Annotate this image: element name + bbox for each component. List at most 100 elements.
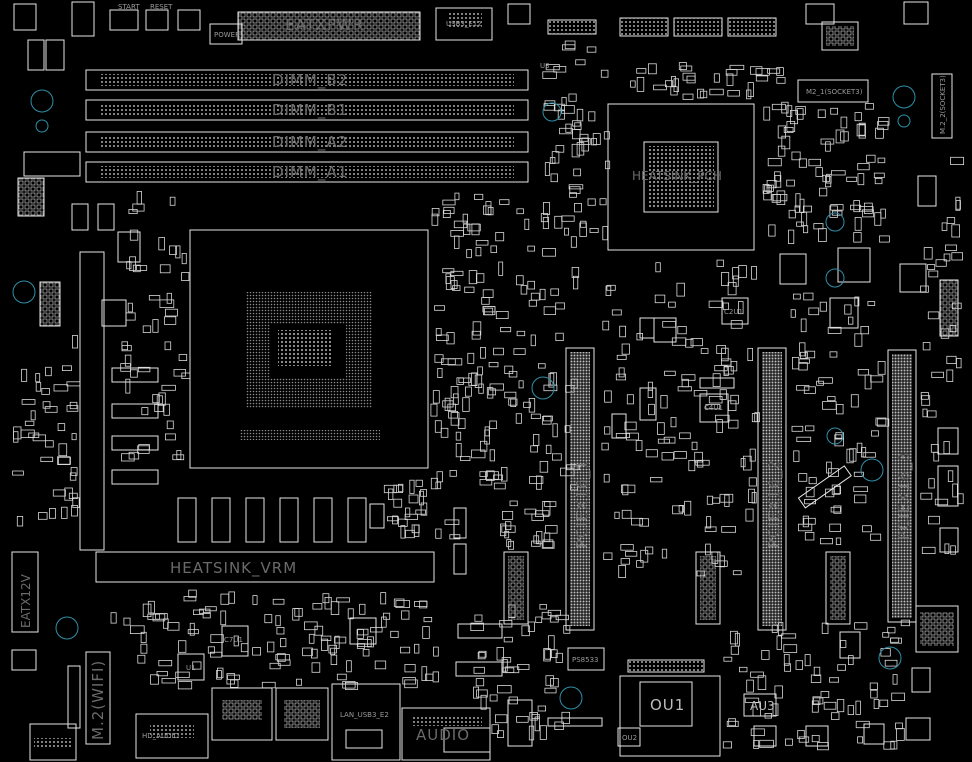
smd-component [312, 603, 323, 610]
smd-component [41, 387, 50, 395]
smd-component [620, 558, 630, 565]
eatx12v-connector [11, 551, 39, 633]
smd-component [530, 292, 540, 301]
smd-component [776, 77, 786, 84]
smd-component [435, 528, 442, 539]
smd-component [871, 430, 879, 437]
smd-component [818, 377, 833, 384]
smd-component [896, 728, 905, 741]
smd-component [440, 427, 449, 438]
smd-component [471, 223, 480, 236]
smd-component [500, 326, 512, 333]
smd-component [867, 301, 876, 306]
smd-component [158, 237, 166, 251]
smd-component [699, 90, 708, 99]
smd-component [187, 629, 199, 635]
smd-component [716, 259, 724, 267]
smd-component [571, 143, 580, 158]
smd-component [740, 458, 746, 468]
vrm-heatsink-bottom [95, 551, 435, 583]
smd-component [828, 468, 839, 477]
smd-component [728, 718, 737, 727]
smd-component [464, 386, 472, 397]
smd-component [552, 423, 558, 438]
smd-component [830, 204, 844, 211]
smd-component [58, 443, 68, 457]
smd-component [415, 509, 426, 515]
smd-component [493, 482, 506, 490]
smd-component [650, 476, 663, 483]
smd-component [840, 640, 847, 648]
smd-component [40, 456, 54, 463]
smd-component [636, 560, 644, 568]
smd-component [625, 551, 638, 557]
smd-component [68, 492, 78, 500]
smd-component [21, 399, 36, 405]
m2-socket-2 [931, 73, 953, 139]
smd-component [572, 120, 581, 127]
smd-component [320, 635, 332, 641]
smd-component [796, 108, 804, 120]
smd-component [535, 510, 550, 517]
smd-component [746, 89, 752, 100]
smd-component [509, 500, 518, 507]
audio-codec-au3 [743, 693, 777, 717]
smd-component [862, 452, 876, 458]
smd-component [866, 154, 876, 163]
smd-component [772, 193, 788, 202]
smd-component [543, 384, 558, 392]
smd-component [504, 391, 517, 399]
smd-component [129, 229, 139, 241]
smd-component [732, 267, 740, 280]
smd-component [515, 413, 522, 424]
smd-component [527, 280, 535, 290]
smd-component [592, 133, 601, 145]
smd-component [819, 187, 828, 197]
smd-component [430, 403, 438, 417]
smd-component [673, 451, 687, 459]
smd-component [228, 591, 235, 604]
pciex16-slot-3 [887, 349, 917, 623]
smd-component [799, 342, 806, 357]
smd-component [602, 320, 610, 331]
smd-component [648, 403, 655, 416]
smd-component [829, 205, 838, 218]
smd-component [447, 403, 456, 412]
smd-component [927, 410, 937, 418]
smd-component [661, 548, 668, 559]
smd-component [569, 186, 581, 194]
smd-component [820, 138, 835, 145]
smd-component [761, 650, 770, 660]
smd-component [665, 80, 674, 88]
smd-component [679, 432, 691, 440]
smd-component [561, 105, 575, 114]
smd-component [681, 378, 689, 388]
eatx12v-label: EATX12V [19, 573, 33, 628]
smd-component [615, 433, 630, 438]
smd-component [531, 540, 541, 547]
smd-component [474, 193, 484, 200]
smd-component [513, 348, 526, 355]
smd-component [207, 646, 215, 654]
vrm-heatsink-left [79, 251, 105, 551]
smd-component [818, 228, 827, 243]
smd-component [678, 504, 684, 513]
smd-component [943, 253, 951, 262]
smd-component [727, 282, 737, 296]
smd-component [508, 398, 518, 406]
smd-component [124, 354, 132, 367]
smd-component [750, 728, 765, 737]
smd-component [12, 470, 24, 476]
smd-component [626, 394, 634, 405]
smd-component [501, 466, 508, 482]
smd-component [673, 78, 679, 93]
smd-component [437, 367, 443, 378]
smd-component [762, 184, 770, 194]
smd-component [72, 335, 79, 349]
smd-component [564, 227, 570, 236]
smd-component [648, 63, 657, 75]
smd-component [870, 689, 878, 699]
smd-component [705, 543, 711, 556]
dimm-a2-label: DIMM_A2 [272, 133, 348, 152]
smd-component [473, 686, 479, 699]
